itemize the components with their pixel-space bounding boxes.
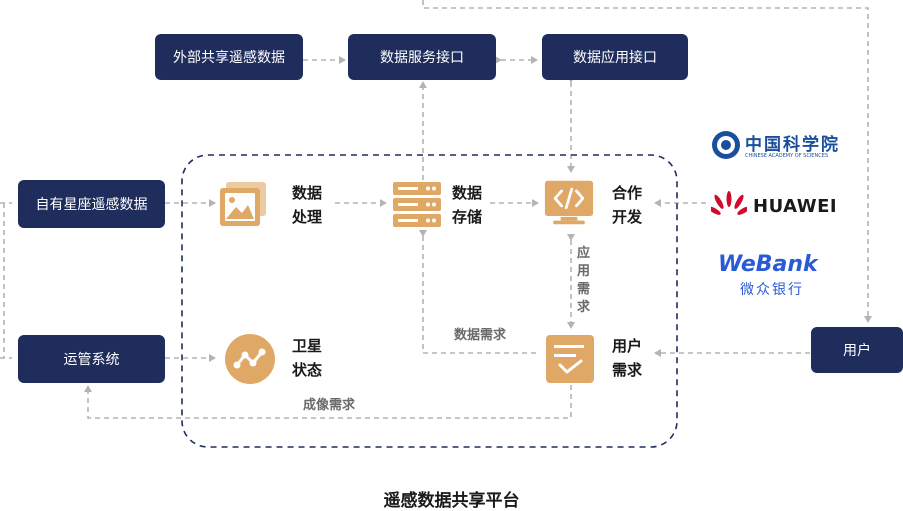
edge-imaging-demand — [84, 385, 572, 419]
edge-label-imaging-demand: 成像需求 — [303, 398, 356, 413]
platform-boundary — [181, 154, 678, 448]
webank-logo: WeBank 微众银行 — [718, 252, 838, 300]
cas-emblem-icon — [712, 131, 740, 159]
cas-logo: 中国科学院 CHINESE ACADEMY OF SCIENCES — [711, 130, 841, 164]
edge-left-loop — [0, 202, 12, 359]
edge-userdemand-to-storage — [419, 230, 538, 354]
node-user-demand-label: 用户需求 — [612, 337, 643, 379]
data-service-api-box: 数据服务接口 — [348, 34, 496, 80]
cas-name-cn: 中国科学院 — [745, 135, 840, 155]
checklist-icon — [546, 335, 594, 383]
platform-title: 遥感数据共享平台 — [383, 491, 520, 511]
cas-name-en: CHINESE ACADEMY OF SCIENCES — [745, 153, 829, 159]
edge-top-loop — [422, 0, 872, 323]
webank-wordmark: WeBank — [718, 252, 818, 277]
status-graph-icon — [225, 334, 275, 384]
own-constellation-box: 自有星座遥感数据 — [18, 180, 165, 228]
node-processing-label: 数据处理 — [292, 184, 323, 226]
code-icon — [544, 180, 594, 225]
data-app-api-box: 数据应用接口 — [542, 34, 688, 80]
huawei-logo: HUAWEI — [711, 188, 841, 224]
huawei-petal-icon — [711, 191, 747, 215]
node-coop-dev-label: 合作开发 — [612, 184, 643, 226]
user-box: 用户 — [811, 327, 903, 373]
edge-label-data-demand: 数据需求 — [454, 328, 507, 343]
image-icon — [220, 182, 266, 226]
external-remote-sensing-box: 外部共享遥感数据 — [155, 34, 303, 80]
server-icon — [393, 182, 441, 227]
node-storage-label: 数据存储 — [452, 184, 483, 226]
ops-system-box: 运管系统 — [18, 335, 165, 383]
edge-label-app-demand: 应用需求 — [577, 246, 591, 315]
webank-name-cn: 微众银行 — [740, 282, 804, 298]
node-sat-status-label: 卫星状态 — [292, 337, 323, 379]
huawei-wordmark: HUAWEI — [753, 196, 838, 217]
